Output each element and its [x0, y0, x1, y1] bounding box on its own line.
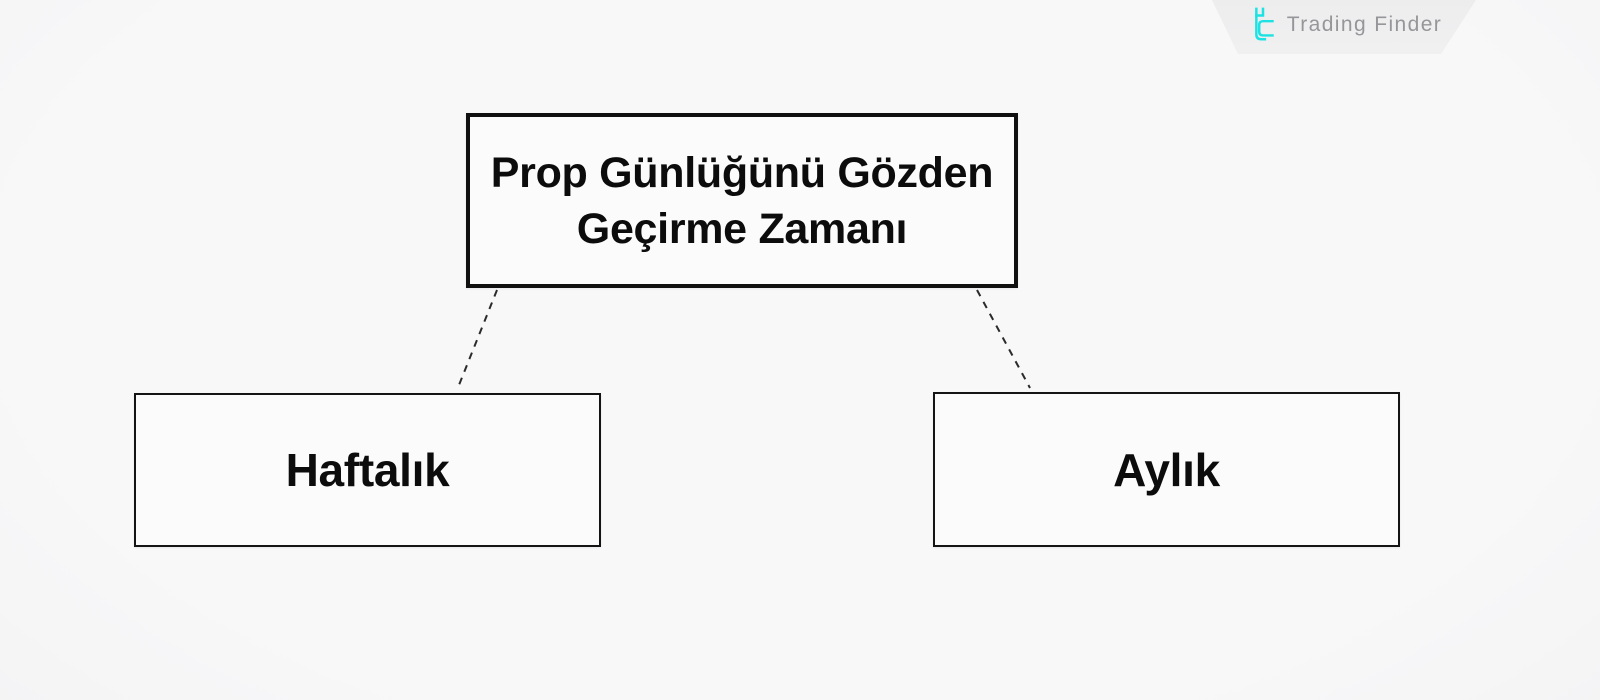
- child-node-weekly: Haftalık: [134, 393, 601, 547]
- root-node: Prop Günlüğünü Gözden Geçirme Zamanı: [466, 113, 1018, 288]
- root-node-label-line1: Prop Günlüğünü Gözden: [490, 148, 994, 197]
- child-node-monthly-label: Aylık: [1113, 443, 1220, 496]
- brand-banner: Trading Finder: [1212, 0, 1476, 54]
- child-node-monthly: Aylık: [933, 392, 1400, 547]
- trading-finder-logo-icon: [1254, 7, 1274, 41]
- child-node-weekly-label: Haftalık: [285, 444, 450, 496]
- root-node-label-line2: Geçirme Zamanı: [576, 204, 908, 253]
- connector-right: [976, 289, 1031, 389]
- brand-name: Trading Finder: [1286, 13, 1443, 36]
- connector-left: [456, 289, 498, 391]
